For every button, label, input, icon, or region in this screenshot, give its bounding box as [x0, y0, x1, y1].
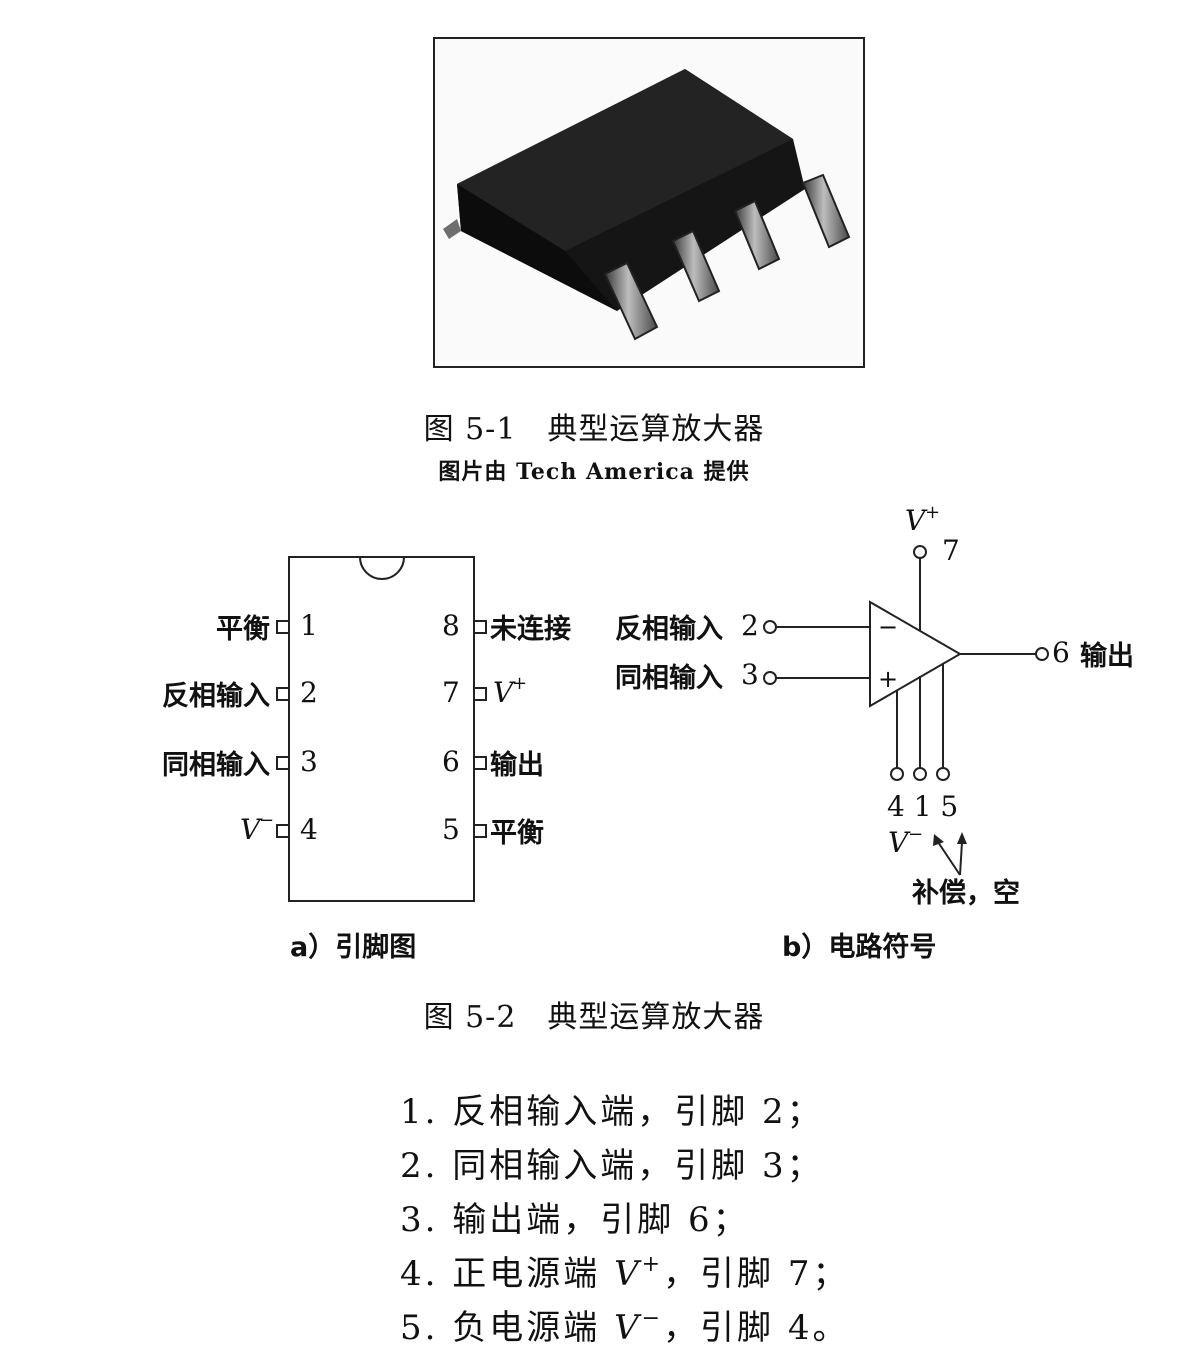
list-item: 2. 同相输入端，引脚 3； — [400, 1139, 850, 1193]
symbol-pin-7: 7 — [942, 534, 960, 567]
inverting-input-label: 反相输入 — [615, 613, 723, 645]
pin-8-number: 8 — [442, 609, 460, 642]
pin-5-terminal — [936, 767, 950, 781]
pin-7-terminal — [913, 545, 927, 559]
pin-2-number: 2 — [300, 676, 318, 709]
pin-description-list: 1. 反相输入端，引脚 2； 2. 同相输入端，引脚 3； 3. 输出端，引脚 … — [400, 1085, 850, 1355]
opamp-triangle — [869, 600, 962, 708]
comp-arrow-2 — [959, 841, 963, 876]
symbol-pin-3: 3 — [741, 658, 759, 691]
ic-photo — [433, 37, 865, 368]
pin-8-label: 未连接 — [490, 613, 571, 645]
pin-1-terminal — [913, 767, 927, 781]
dip-package-outline — [288, 556, 475, 902]
pin-2: 反相输入 2 — [162, 676, 318, 712]
lead-3 — [733, 199, 781, 271]
bottom-pin-numbers: 4 1 5 — [887, 790, 958, 823]
output-label: 输出 — [1080, 640, 1134, 672]
vminus-label-sup: − — [908, 824, 923, 845]
pinout-subcaption: a）引脚图 — [290, 932, 416, 963]
pinout-diagram: 平衡 1 反相输入 2 同相输入 3 V − 4 8 — [162, 556, 571, 963]
symbol-pin-6: 6 — [1052, 636, 1070, 669]
noninverting-input-label: 同相输入 — [615, 662, 723, 694]
pin-5-number: 5 — [442, 813, 460, 846]
list-item-text: 2. 同相输入端，引脚 3； — [400, 1146, 824, 1186]
compensation-label: 补偿，空 — [912, 877, 1020, 909]
list-item-suffix: ，引脚 7； — [663, 1254, 850, 1294]
pin-2-terminal — [763, 620, 777, 634]
pin-6: 6 输出 — [442, 745, 544, 781]
list-item-text: 1. 反相输入端，引脚 2； — [400, 1092, 824, 1132]
pin-6-label: 输出 — [490, 749, 544, 781]
pin-2-label: 反相输入 — [162, 680, 270, 712]
list-item-text: 3. 输出端，引脚 6； — [400, 1200, 750, 1240]
pin-3-number: 3 — [300, 745, 318, 778]
comp-arrow-1 — [937, 841, 961, 876]
ic-package-illustration — [443, 69, 851, 341]
pin-5-label: 平衡 — [490, 818, 544, 849]
pin-7-number: 7 — [442, 676, 460, 709]
pin-4: V − 4 — [240, 810, 318, 846]
vminus-label: V — [888, 826, 911, 859]
list-item: 5. 负电源端 V−，引脚 4。 — [400, 1301, 850, 1355]
pin-4-label-sup: − — [259, 810, 274, 831]
lead-4 — [801, 173, 851, 249]
symbol-subcaption: b）电路符号 — [782, 931, 936, 963]
vplus-label: V — [905, 504, 928, 537]
list-item-var: V — [614, 1308, 642, 1348]
list-item-sup: − — [641, 1306, 664, 1331]
pin-3-terminal — [763, 671, 777, 685]
pin-1: 平衡 1 — [216, 609, 318, 645]
figure-2-svg: 平衡 1 反相输入 2 同相输入 3 V − 4 8 — [162, 502, 1134, 963]
list-item-suffix: ，引脚 4。 — [663, 1308, 850, 1348]
lead-2 — [671, 229, 721, 303]
pin-3-label: 同相输入 — [162, 749, 270, 781]
list-item-sup: + — [641, 1252, 664, 1277]
figure-2-caption: 图 5-2 典型运算放大器 — [423, 1000, 765, 1035]
pin-1-label: 平衡 — [216, 614, 270, 645]
lead-1 — [603, 261, 659, 341]
figure-2-diagrams: 平衡 1 反相输入 2 同相输入 3 V − 4 8 — [0, 490, 1188, 1010]
pin-4-number: 4 — [300, 813, 318, 846]
pin-4-terminal — [890, 767, 904, 781]
list-item: 1. 反相输入端，引脚 2； — [400, 1085, 850, 1139]
pin-4-label: V — [240, 813, 263, 846]
list-item-text: 4. 正电源端 — [400, 1254, 615, 1294]
pin-6-number: 6 — [442, 745, 460, 778]
symbol-pin-2: 2 — [741, 609, 759, 642]
figure-1-caption: 图 5-1 典型运算放大器 — [423, 412, 765, 447]
pin1-notch — [359, 556, 405, 580]
pin-1-number: 1 — [300, 609, 318, 642]
pin-8: 8 未连接 — [442, 609, 571, 645]
pin-6-terminal — [1035, 647, 1049, 661]
vplus-label-sup: + — [925, 502, 940, 523]
minus-sign: − — [878, 613, 898, 641]
opamp-symbol-diagram: V + 7 − + 反相输入 2 同相输入 3 6 输出 — [615, 502, 1134, 963]
list-item-text: 5. 负电源端 — [400, 1308, 615, 1348]
figure-1-credit: 图片由 Tech America 提供 — [438, 459, 750, 485]
pin-7-label: V — [493, 676, 516, 709]
plus-sign: + — [878, 665, 898, 693]
list-item-var: V — [614, 1254, 642, 1294]
pin-7-label-sup: + — [512, 673, 527, 694]
pin-3: 同相输入 3 — [162, 745, 318, 781]
pin-7: 7 V + — [442, 673, 527, 709]
list-item: 3. 输出端，引脚 6； — [400, 1193, 850, 1247]
pin-5: 5 平衡 — [442, 813, 544, 849]
list-item: 4. 正电源端 V+，引脚 7； — [400, 1247, 850, 1301]
